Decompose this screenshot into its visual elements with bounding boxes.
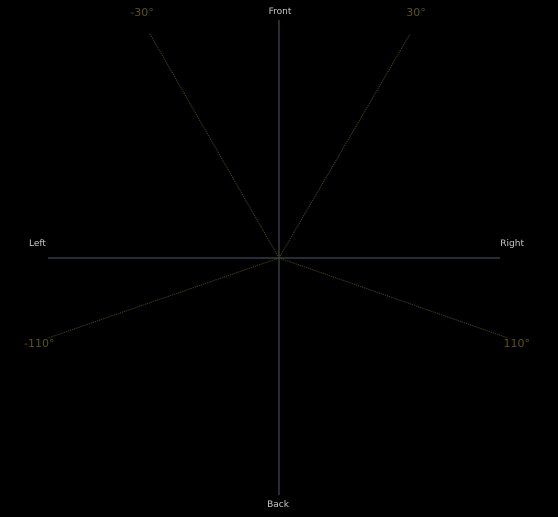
ray-minus-110 bbox=[47, 257, 280, 339]
angle-label-minus-30: -30° bbox=[130, 6, 153, 19]
left-label: Left bbox=[29, 239, 46, 249]
angle-label-plus-30: 30° bbox=[406, 6, 426, 19]
right-label: Right bbox=[500, 239, 524, 249]
ray-plus-110 bbox=[278, 257, 509, 339]
angle-label-plus-110: 110° bbox=[504, 337, 531, 350]
back-label: Back bbox=[267, 500, 290, 510]
ray-plus-30 bbox=[278, 33, 411, 259]
angle-label-minus-110: -110° bbox=[24, 337, 54, 350]
ray-minus-30 bbox=[149, 33, 280, 259]
front-label: Front bbox=[269, 7, 292, 17]
